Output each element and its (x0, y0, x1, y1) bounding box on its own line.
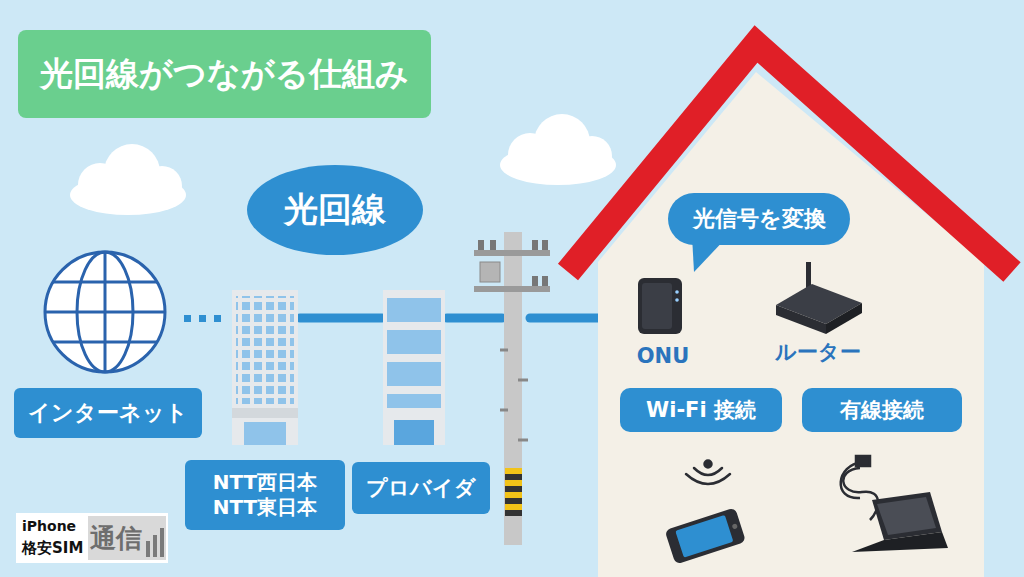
drawing-part (199, 315, 206, 322)
drawing-part (500, 349, 508, 352)
drawing-part (852, 532, 948, 552)
drawing-part (841, 462, 862, 498)
drawing-part (843, 468, 878, 520)
label-box: Wi-Fi 接続 (620, 388, 782, 432)
drawing-part (826, 303, 862, 334)
drawing-part (505, 468, 522, 516)
drawing-part (877, 497, 936, 535)
drawing-part (16, 513, 168, 563)
device-label: ONU (637, 344, 689, 368)
drawing-part (490, 240, 496, 250)
ellipse-fill (247, 165, 423, 255)
drawing-part (142, 166, 182, 206)
drawing-part (856, 456, 870, 466)
drawing-part (474, 250, 550, 256)
logo-text: 通信 (90, 521, 142, 556)
drawing-part (542, 276, 548, 286)
globe-icon (45, 252, 165, 372)
drawing-part (214, 315, 221, 322)
drawing-part (387, 394, 441, 408)
title-text: 光回線がつながる仕組み (40, 52, 409, 97)
drawing-part (572, 136, 612, 176)
drawing-part (45, 252, 165, 372)
cloud (70, 144, 186, 215)
logo-text: iPhone (22, 518, 76, 534)
drawing-part (383, 290, 445, 445)
drawing-part (532, 240, 538, 250)
drawing-part (518, 379, 528, 382)
drawing-part (232, 408, 298, 418)
device-label: ルーター (775, 338, 861, 366)
drawing-part (45, 311, 165, 314)
drawing-part (480, 262, 500, 282)
wifi-icon (686, 461, 730, 485)
drawing-part (244, 422, 286, 445)
label-box: 有線接続 (802, 388, 962, 432)
smartphone-icon (665, 507, 747, 564)
drawing-part (568, 44, 1012, 272)
drawing-part (236, 296, 294, 404)
node-text: インターネット (28, 398, 188, 428)
drawing-part (705, 461, 712, 468)
drawing-part (387, 298, 441, 322)
cloud (500, 114, 616, 185)
node-text: Wi-Fi 接続 (646, 396, 756, 424)
drawing-part (675, 515, 733, 558)
ellipse-label: 光回線 (247, 165, 423, 255)
drawing-part (387, 330, 441, 354)
logo-text: 格安SIM (22, 539, 83, 558)
drawing-part (665, 507, 747, 564)
drawing-part (532, 276, 538, 286)
drawing-part (638, 278, 682, 334)
speech-bubble: 光信号を変換 (668, 193, 850, 245)
lan-cable (841, 456, 878, 520)
drawing-part (387, 362, 441, 386)
drawing-part (184, 315, 191, 322)
logo (16, 513, 168, 563)
drawing-part (146, 541, 150, 557)
drawing-part (53, 281, 157, 284)
drawing-part (675, 298, 679, 302)
drawing-part (675, 290, 679, 294)
drawing-part (694, 468, 722, 475)
node-text: 光回線 (284, 187, 386, 233)
drawing-part (300, 314, 382, 323)
node-text: 光信号を変換 (693, 204, 826, 234)
node-text: プロバイダ (366, 474, 476, 502)
drawing-part (478, 240, 484, 250)
laptop-icon (852, 492, 948, 552)
house (568, 44, 1012, 577)
drawing-part (518, 439, 528, 442)
drawing-part (474, 286, 550, 292)
drawing-part (500, 409, 508, 412)
drawing-part (542, 240, 548, 250)
label-box: プロバイダ (352, 462, 490, 514)
drawing-part (160, 528, 164, 557)
drawing-part (88, 516, 166, 560)
drawing-part (504, 232, 522, 545)
drawing-part (153, 535, 157, 557)
drawing-part (686, 474, 730, 484)
onu-device (638, 278, 682, 334)
label-box: インターネット (14, 388, 202, 438)
label-box: NTT西日本 NTT東日本 (185, 460, 345, 530)
building (232, 290, 298, 445)
drawing-part (232, 290, 298, 445)
drawing-part (872, 492, 942, 540)
drawing-part (53, 341, 157, 344)
building (383, 290, 445, 445)
drawing-part (642, 283, 672, 329)
drawing-part (732, 523, 738, 529)
router-device (776, 262, 862, 334)
drawing-part (776, 305, 826, 334)
title-box: 光回線がつながる仕組み (18, 30, 431, 118)
drawing-part (447, 314, 502, 323)
node-text: 有線接続 (840, 396, 924, 424)
drawing-part (394, 420, 434, 445)
dots (184, 315, 221, 322)
node-text: NTT西日本 NTT東日本 (213, 470, 317, 520)
